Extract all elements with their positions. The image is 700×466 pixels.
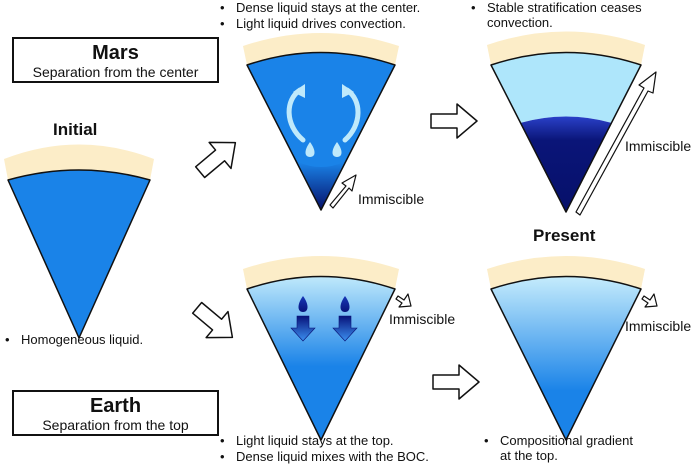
present-heading: Present bbox=[533, 226, 596, 245]
mantle-layer bbox=[4, 144, 154, 180]
transition-arrow-earth-mid-to-present bbox=[432, 364, 480, 400]
transition-arrow-initial-to-earth bbox=[191, 301, 234, 339]
earth-final-note-line-2: at the top. bbox=[500, 448, 558, 463]
earth-title-box: Earth Separation from the top bbox=[12, 390, 219, 436]
mantle-layer bbox=[243, 33, 399, 65]
initial-note: Homogeneous liquid. bbox=[5, 332, 143, 347]
dense-tip bbox=[298, 162, 344, 210]
light-droplet-left bbox=[305, 142, 315, 157]
core-liquid bbox=[246, 275, 396, 441]
mars-final-note: Stable stratification ceases convection. bbox=[471, 0, 642, 30]
immiscible-arrow-earth-small bbox=[395, 293, 412, 308]
dense-droplet-right bbox=[340, 296, 350, 312]
wedge-mars-stratified bbox=[487, 31, 645, 213]
light-liquid-layer bbox=[491, 52, 641, 123]
mars-final-note-line-1: Stable stratification ceases bbox=[487, 0, 642, 15]
immiscible-label-earth-mid: Immiscible bbox=[389, 311, 456, 327]
mars-mid-note-2: Light liquid drives convection. bbox=[220, 16, 406, 31]
immiscible-arrow-mars-small bbox=[329, 174, 357, 209]
earth-mid-note-1: Light liquid stays at the top. bbox=[220, 433, 394, 448]
immiscible-label-present: Immiscible bbox=[625, 318, 692, 334]
wedge-present bbox=[487, 256, 645, 441]
mantle-layer bbox=[487, 256, 645, 289]
earth-final-note-line-1: Compositional gradient bbox=[500, 433, 633, 448]
immiscible-label-mars-final: Immiscible bbox=[625, 138, 692, 154]
mantle-layer bbox=[243, 256, 399, 289]
transition-arrow-mars-mid-to-final bbox=[430, 103, 478, 139]
earth-final-note: Compositional gradient at the top. bbox=[484, 433, 633, 463]
dense-droplet-left bbox=[298, 296, 308, 312]
earth-title: Earth bbox=[89, 395, 142, 417]
immiscible-label-mars-mid: Immiscible bbox=[358, 191, 425, 207]
light-droplet-right bbox=[332, 142, 342, 157]
core-liquid bbox=[247, 52, 395, 210]
mars-subtitle: Separation from the center bbox=[32, 64, 199, 80]
initial-heading: Initial bbox=[53, 120, 98, 139]
core-liquid bbox=[490, 275, 642, 441]
sinking-arrow-right bbox=[332, 315, 358, 342]
earth-subtitle: Separation from the top bbox=[42, 417, 189, 433]
wedge-earth-mixing bbox=[243, 256, 399, 441]
mars-title: Mars bbox=[92, 42, 139, 64]
core-liquid bbox=[7, 169, 151, 339]
transition-arrow-initial-to-mars bbox=[194, 141, 237, 179]
immiscible-arrow-mars-long bbox=[575, 71, 657, 216]
mars-final-note-line-2: convection. bbox=[487, 15, 553, 30]
mantle-layer bbox=[487, 31, 645, 65]
immiscible-arrow-present-small bbox=[641, 293, 658, 308]
mars-mid-note-1: Dense liquid stays at the center. bbox=[220, 0, 420, 15]
wedge-mars-convection bbox=[243, 33, 399, 211]
dense-liquid-layer bbox=[520, 116, 612, 212]
earth-mid-note-2: Dense liquid mixes with the BOC. bbox=[220, 449, 429, 464]
mars-title-box: Mars Separation from the center bbox=[12, 37, 219, 83]
sinking-arrow-left bbox=[290, 315, 316, 342]
wedge-initial bbox=[4, 144, 154, 339]
